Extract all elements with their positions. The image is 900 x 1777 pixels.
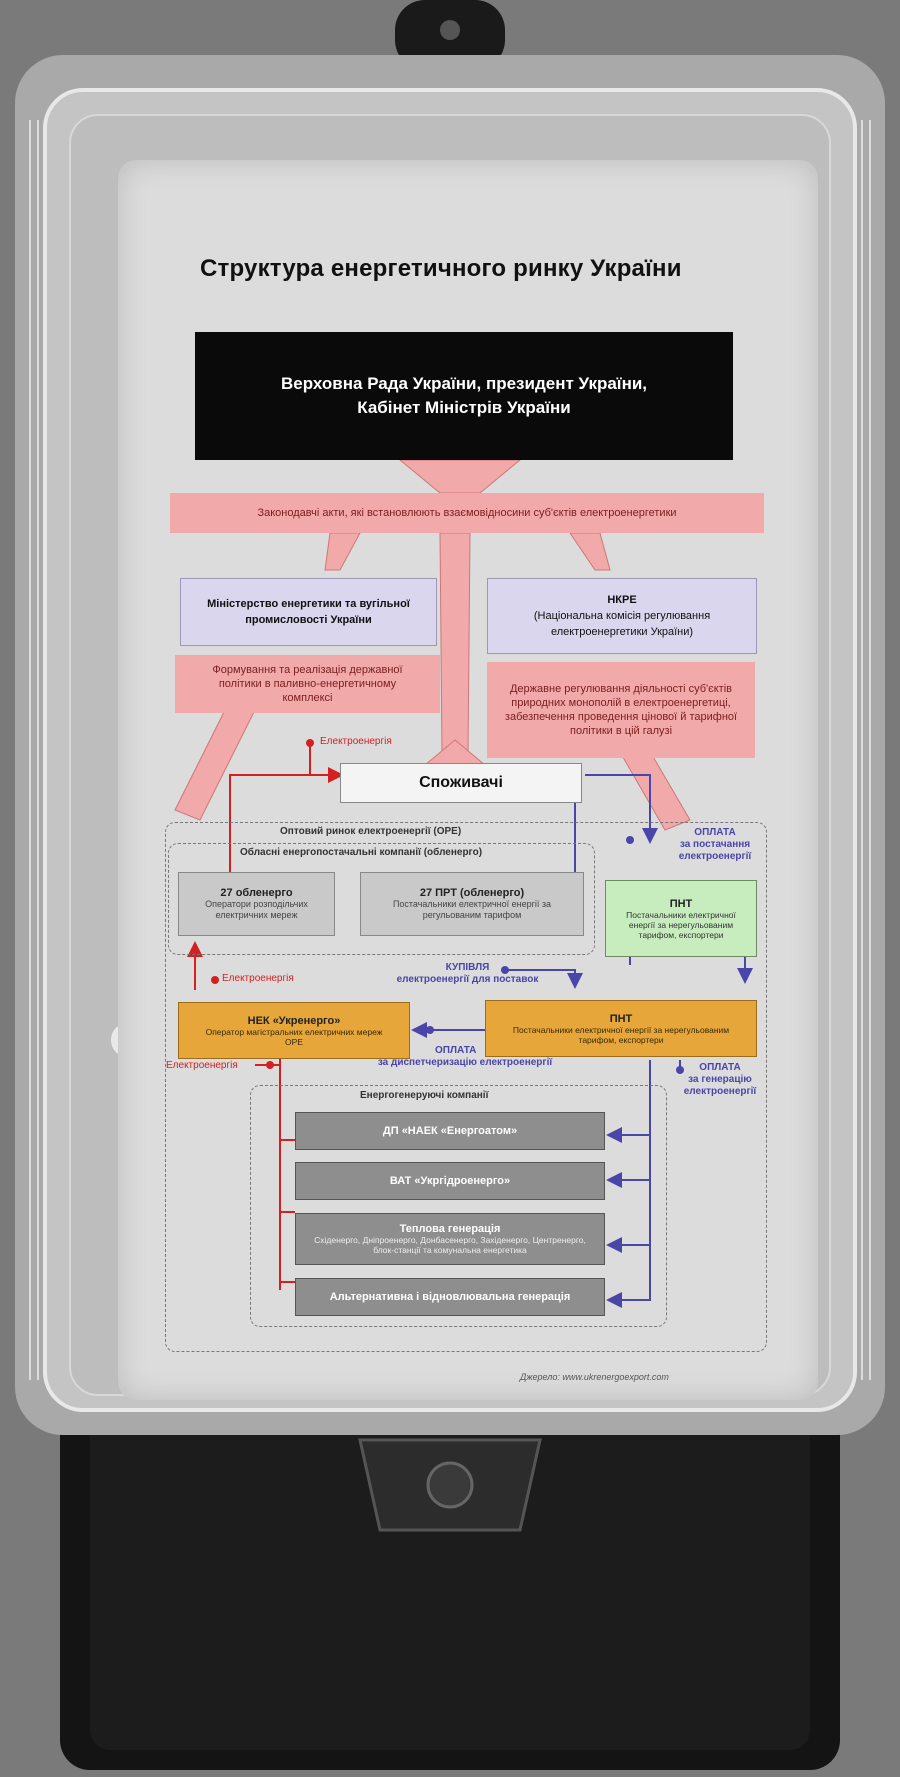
ministry-box: Міністерство енергетики та вугільної про… xyxy=(180,578,437,646)
purchase-a: КУПІВЛЯ xyxy=(445,962,490,973)
payment-supply-b: за постачання xyxy=(679,839,751,850)
payment-dispatch-a: ОПЛАТА xyxy=(435,1045,477,1056)
payment-supply-label: ОПЛАТА за постачання електроенергії xyxy=(665,827,765,863)
payment-supply-a: ОПЛАТА xyxy=(694,827,736,838)
consumers-text: Споживачі xyxy=(419,774,503,791)
payment-generation-label: ОПЛАТА за генерацію електроенергії xyxy=(675,1062,765,1098)
authorities-text: Верховна Рада України, президент України… xyxy=(280,374,648,417)
purchase-b: електроенергії для поставок xyxy=(396,974,539,985)
payment-dispatch-b: за диспетчеризацію електроенергії xyxy=(377,1057,553,1068)
nkre-role-box: Державне регулювання діяльності суб'єкті… xyxy=(487,662,755,758)
ministry-text: Міністерство енергетики та вугільної про… xyxy=(207,598,410,626)
prt-title: 27 ПРТ (обленерго) xyxy=(419,887,525,899)
consumers-box: Споживачі xyxy=(340,763,582,803)
generator-3-title: Альтернативна і відновлювальна генерація xyxy=(329,1291,571,1303)
generator-energoatom: ДП «НАЕК «Енергоатом» xyxy=(295,1112,605,1150)
wholesale-market-label: Оптовий ринок електроенергії (ОРЕ) xyxy=(280,826,462,837)
gen-companies-frame xyxy=(250,1085,667,1327)
pnt-mid-box: ПНТ Постачальники електричної енергії за… xyxy=(485,1000,757,1057)
legislation-text: Законодавчі акти, які встановлюють взаєм… xyxy=(257,507,677,519)
generator-ukrhydro: ВАТ «Укргідроенерго» xyxy=(295,1162,605,1200)
legislation-bar: Законодавчі акти, які встановлюють взаєм… xyxy=(170,493,764,533)
nkre-role-text: Державне регулювання діяльності суб'єкті… xyxy=(504,683,738,737)
generator-alternative: Альтернативна і відновлювальна генерація xyxy=(295,1278,605,1316)
diagram-title: Структура енергетичного ринку України xyxy=(200,255,682,282)
pnt-top-box: ПНТ Постачальники електричної енергії за… xyxy=(605,880,757,957)
pnt-top-sub: Постачальники електричної енергії за нер… xyxy=(626,909,736,940)
nkre-box: НКРЕ (Національна комісія регулювання ел… xyxy=(487,578,757,654)
prt-box: 27 ПРТ (обленерго) Постачальники електри… xyxy=(360,872,584,936)
pnt-mid-title: ПНТ xyxy=(609,1012,633,1025)
oblenergo-title: 27 обленерго xyxy=(220,887,293,899)
purchase-label: КУПІВЛЯ електроенергії для поставок xyxy=(380,962,555,986)
oblenergo-box: 27 обленерго Оператори розподільчих елек… xyxy=(178,872,335,936)
pnt-mid-sub: Постачальники електричної енергії за нер… xyxy=(512,1024,730,1045)
generator-1-title: ВАТ «Укргідроенерго» xyxy=(389,1175,511,1187)
gen-companies-label: Енергогенеруючі компанії xyxy=(360,1090,489,1101)
electricity-label-mid: Електроенергія xyxy=(222,973,294,984)
nkre-full: (Національна комісія регулювання електро… xyxy=(533,610,711,638)
ministry-role-text: Формування та реалізація державної політ… xyxy=(212,664,403,704)
prt-sub: Постачальники електричної енергії за рег… xyxy=(392,899,552,920)
payment-generation-c: електроенергії xyxy=(683,1086,757,1097)
ministry-role-box: Формування та реалізація державної політ… xyxy=(175,655,440,713)
nek-sub: Оператор магістральних електричних мереж… xyxy=(205,1026,383,1047)
nkre-name: НКРЕ xyxy=(607,594,637,606)
payment-supply-c: електроенергії xyxy=(678,851,752,862)
payment-dispatch-label: ОПЛАТА за диспетчеризацію електроенергії xyxy=(355,1045,575,1069)
electricity-label-top: Електроенергія xyxy=(320,736,392,747)
regional-companies-frame xyxy=(168,843,595,955)
nek-title: НЕК «Укренерго» xyxy=(247,1014,341,1027)
payment-generation-b: за генерацію xyxy=(688,1074,752,1085)
generator-2-sub: Східенерго, Дніпроенерго, Донбасенерго, … xyxy=(314,1235,586,1255)
electricity-label-low: Електроенергія xyxy=(166,1060,238,1071)
nek-ukrenergo-box: НЕК «Укренерго» Оператор магістральних е… xyxy=(178,1002,410,1059)
wholesale-market-frame xyxy=(165,822,767,1352)
source-note: Джерело: www.ukrenergoexport.com xyxy=(520,1372,669,1382)
generator-2-title: Теплова генерація xyxy=(399,1223,501,1235)
authorities-box: Верховна Рада України, президент України… xyxy=(195,332,733,460)
pnt-top-title: ПНТ xyxy=(669,897,693,910)
generator-thermal: Теплова генерація Східенерго, Дніпроенер… xyxy=(295,1213,605,1265)
oblenergo-sub: Оператори розподільчих електричних мереж xyxy=(205,899,308,920)
generator-0-title: ДП «НАЕК «Енергоатом» xyxy=(382,1125,518,1137)
regional-companies-label: Обласні енергопостачальні компанії (обле… xyxy=(240,847,483,858)
payment-generation-a: ОПЛАТА xyxy=(699,1062,741,1073)
